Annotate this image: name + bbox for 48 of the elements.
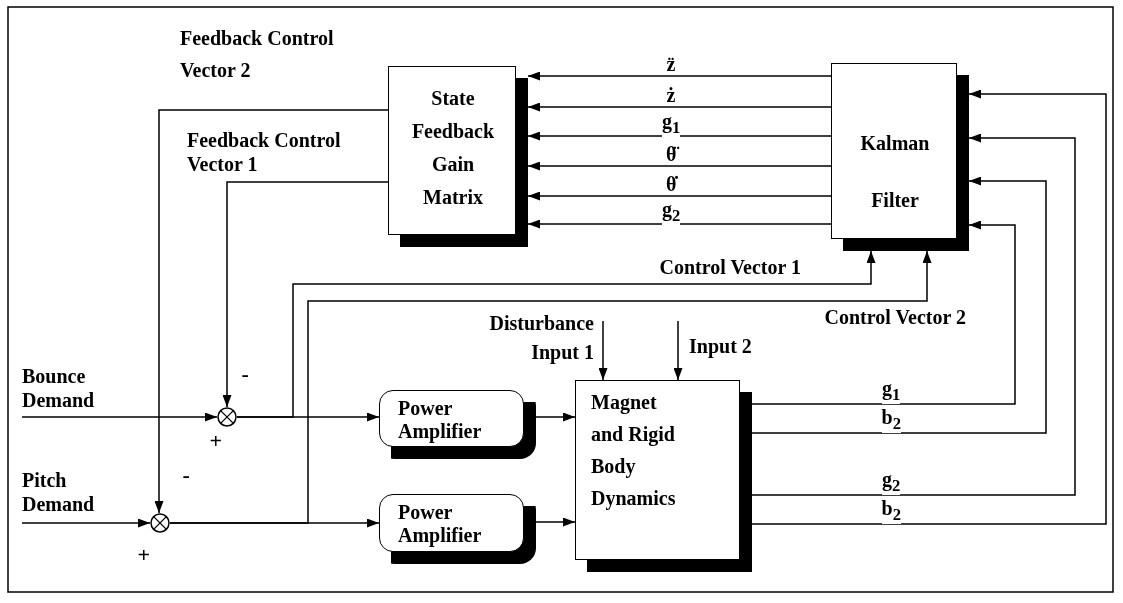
- edge-label: Control Vector 1: [659, 258, 801, 276]
- arrow: [535, 412, 576, 422]
- sign-label: -: [182, 466, 190, 484]
- edge-label: Feedback Control Vector 2: [180, 26, 335, 83]
- summing-junction: [217, 407, 237, 427]
- block-label: Kalman Filter: [859, 131, 931, 213]
- arrow: [751, 176, 1047, 434]
- summing-junction: [150, 513, 170, 533]
- signal-label: Pitch Demand: [22, 468, 106, 525]
- signal-label: Bounce Demand: [22, 364, 106, 419]
- arrow: [527, 102, 832, 112]
- arrow: [21, 518, 151, 528]
- amplifier-block: [379, 494, 536, 564]
- block-label: Magnet and Rigid Body Dynamics: [591, 390, 677, 512]
- arrow: [751, 89, 1107, 525]
- arrow: [21, 412, 218, 422]
- block-label: Power Amplifier: [398, 397, 483, 443]
- arrow: [527, 71, 832, 81]
- arrow: [527, 131, 832, 141]
- amplifier-block: [379, 390, 536, 459]
- arrow: [598, 320, 608, 381]
- arrow: [535, 517, 576, 527]
- edge-label: b$_{2}$: [881, 407, 901, 433]
- arrow: [154, 109, 389, 514]
- arrow: [751, 133, 1076, 496]
- arrow: [527, 161, 832, 171]
- edge-label: Disturbance Input 1: [488, 311, 594, 366]
- process-box: [388, 66, 528, 247]
- block-label: State Feedback Gain Matrix: [410, 86, 496, 210]
- edge-label: Control Vector 2: [824, 308, 966, 326]
- block-label: Power Amplifier: [398, 501, 483, 547]
- arrow: [673, 320, 683, 381]
- edge-label: Feedback Control Vector 1: [187, 128, 342, 176]
- arrow: [169, 250, 932, 524]
- sign-label: +: [137, 546, 151, 564]
- arrow: [527, 219, 832, 229]
- arrow: [751, 220, 1016, 405]
- process-box: [575, 380, 752, 572]
- arrow: [222, 181, 389, 408]
- edge-label: θ̇: [666, 175, 677, 193]
- arrow: [236, 250, 876, 418]
- edge-label: b$_{2}$: [881, 498, 901, 524]
- sign-label: -: [241, 365, 249, 383]
- arrow: [527, 191, 832, 201]
- edge-label: ż: [666, 86, 676, 104]
- sign-label: +: [209, 432, 223, 450]
- process-box: [831, 63, 969, 251]
- edge-label: z̈: [666, 55, 676, 73]
